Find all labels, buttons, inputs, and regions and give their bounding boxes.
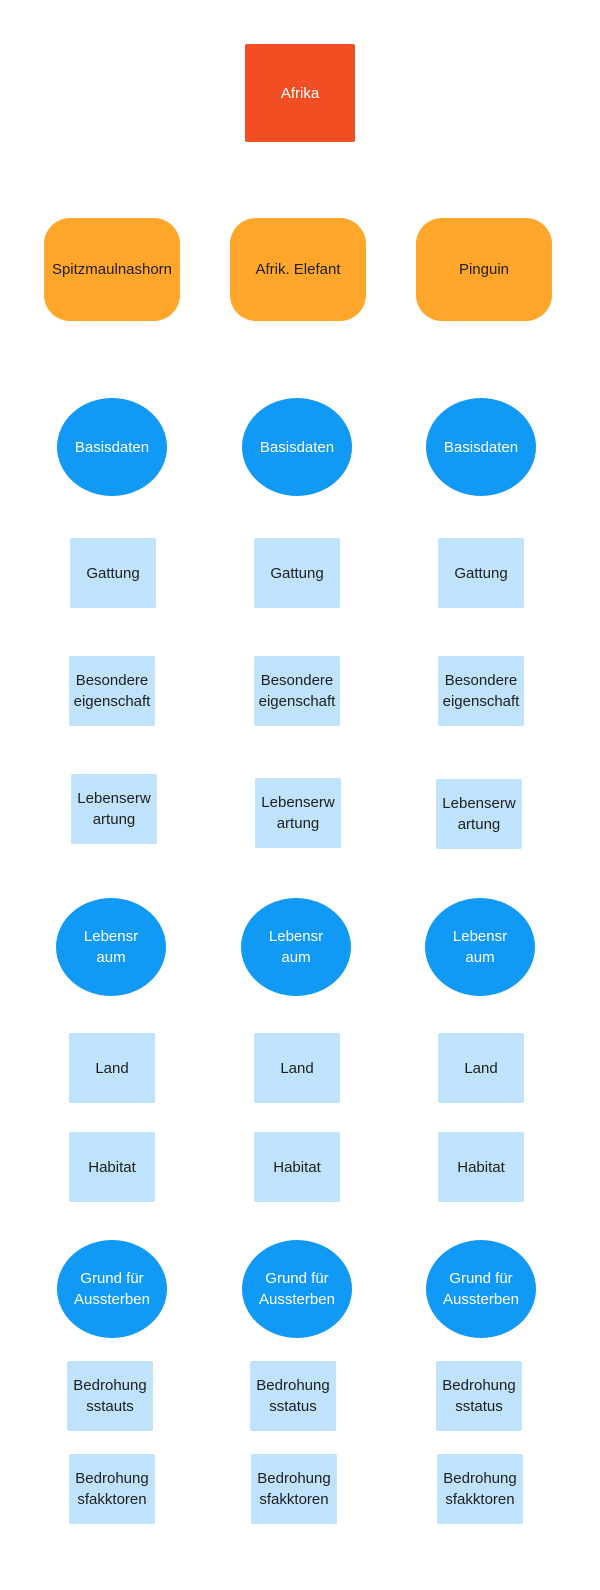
attribute-label: Bedrohung sstatus [442, 1377, 516, 1415]
attribute-habitat[interactable]: Habitat [69, 1132, 155, 1202]
attribute-habitat[interactable]: Habitat [438, 1132, 524, 1202]
attribute-land[interactable]: Land [69, 1033, 155, 1103]
attribute-label: Land [464, 1059, 498, 1077]
attribute-label: Besondere eigenschaft [442, 672, 520, 710]
category-label: Lebensr aum [83, 928, 139, 966]
attribute-label: Gattung [86, 564, 140, 582]
attribute-label: Lebenserw artung [77, 790, 151, 828]
attribute-lebenserwartung[interactable]: Lebenserw artung [255, 778, 341, 848]
attribute-land[interactable]: Land [254, 1033, 340, 1103]
category-label: Grund für Aussterben [259, 1270, 335, 1308]
attribute-label: Habitat [457, 1158, 505, 1176]
category-lebensraum[interactable]: Lebensr aum [241, 898, 351, 996]
root-label: Afrika [280, 84, 320, 102]
animal-node-spitzmaulnashorn[interactable]: Spitzmaulnashorn [44, 218, 180, 321]
attribute-lebenserwartung[interactable]: Lebenserw artung [436, 779, 522, 849]
attribute-gattung[interactable]: Gattung [254, 538, 340, 608]
attribute-bedrohungsfaktoren[interactable]: Bedrohung sfakktoren [69, 1454, 155, 1524]
attribute-label: Bedrohung sstatus [256, 1377, 330, 1415]
category-basisdaten[interactable]: Basisdaten [426, 398, 536, 496]
attribute-bedrohungsstatus[interactable]: Bedrohung sstatus [436, 1361, 522, 1431]
attribute-land[interactable]: Land [438, 1033, 524, 1103]
category-basisdaten[interactable]: Basisdaten [57, 398, 167, 496]
attribute-gattung[interactable]: Gattung [70, 538, 156, 608]
animal-node-elefant[interactable]: Afrik. Elefant [230, 218, 366, 321]
attribute-label: Besondere eigenschaft [73, 672, 151, 710]
attribute-bedrohungsfaktoren[interactable]: Bedrohung sfakktoren [437, 1454, 523, 1524]
attribute-besondere-eigenschaft[interactable]: Besondere eigenschaft [69, 656, 155, 726]
attribute-label: Habitat [273, 1158, 321, 1176]
attribute-label: Land [280, 1059, 314, 1077]
category-basisdaten[interactable]: Basisdaten [242, 398, 352, 496]
attribute-besondere-eigenschaft[interactable]: Besondere eigenschaft [438, 656, 524, 726]
category-lebensraum[interactable]: Lebensr aum [56, 898, 166, 996]
root-node-afrika[interactable]: Afrika [245, 44, 355, 142]
category-lebensraum[interactable]: Lebensr aum [425, 898, 535, 996]
attribute-label: Land [95, 1059, 129, 1077]
animal-label: Spitzmaulnashorn [51, 261, 173, 278]
attribute-label: Besondere eigenschaft [258, 672, 336, 710]
attribute-bedrohungsstatus[interactable]: Bedrohung sstatus [250, 1361, 336, 1431]
attribute-gattung[interactable]: Gattung [438, 538, 524, 608]
category-label: Basisdaten [443, 438, 519, 456]
attribute-label: Bedrohung sfakktoren [443, 1470, 517, 1508]
animal-label: Afrik. Elefant [255, 261, 341, 278]
attribute-habitat[interactable]: Habitat [254, 1132, 340, 1202]
category-label: Basisdaten [74, 438, 150, 456]
animal-label: Pinguin [458, 261, 510, 278]
attribute-label: Lebenserw artung [261, 794, 335, 832]
category-label: Grund für Aussterben [443, 1270, 519, 1308]
attribute-label: Lebenserw artung [442, 795, 516, 833]
attribute-bedrohungsfaktoren[interactable]: Bedrohung sfakktoren [251, 1454, 337, 1524]
category-grund-fuer-aussterben[interactable]: Grund für Aussterben [242, 1240, 352, 1338]
animal-node-pinguin[interactable]: Pinguin [416, 218, 552, 321]
attribute-lebenserwartung[interactable]: Lebenserw artung [71, 774, 157, 844]
attribute-bedrohungsstatus[interactable]: Bedrohung sstauts [67, 1361, 153, 1431]
category-grund-fuer-aussterben[interactable]: Grund für Aussterben [426, 1240, 536, 1338]
attribute-label: Bedrohung sfakktoren [257, 1470, 331, 1508]
category-label: Lebensr aum [452, 928, 508, 966]
attribute-label: Habitat [88, 1158, 136, 1176]
attribute-label: Gattung [270, 564, 324, 582]
category-label: Lebensr aum [268, 928, 324, 966]
attribute-label: Bedrohung sfakktoren [75, 1470, 149, 1508]
category-label: Grund für Aussterben [74, 1270, 150, 1308]
attribute-label: Gattung [454, 564, 508, 582]
attribute-label: Bedrohung sstauts [73, 1377, 147, 1415]
attribute-besondere-eigenschaft[interactable]: Besondere eigenschaft [254, 656, 340, 726]
category-label: Basisdaten [259, 438, 335, 456]
category-grund-fuer-aussterben[interactable]: Grund für Aussterben [57, 1240, 167, 1338]
